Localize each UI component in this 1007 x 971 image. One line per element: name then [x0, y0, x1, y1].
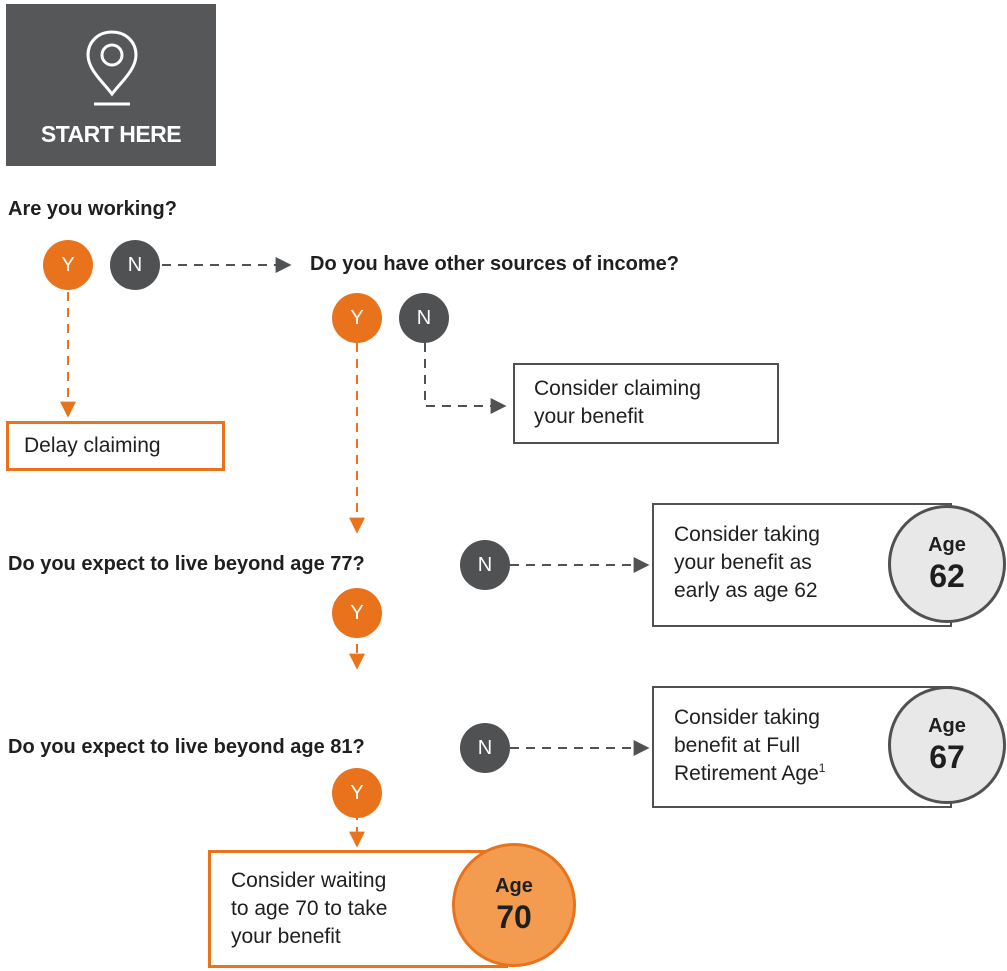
outcome-early-line3: early as age 62 [674, 579, 818, 602]
question-beyond-77: Do you expect to live beyond age 77? [8, 553, 365, 575]
answer-yes-label: Y [61, 253, 75, 276]
outcome-early-line1: Consider taking [674, 523, 820, 546]
age-label: Age [928, 715, 966, 737]
age-value-70: 70 [496, 899, 532, 935]
answer-no-income: N [399, 293, 449, 343]
connector-q2-no [424, 343, 507, 414]
answer-yes-81: Y [332, 768, 382, 818]
outcome-consider-claiming: Consider claiming your benefit [513, 363, 779, 444]
age-value-67: 67 [929, 739, 965, 775]
outcome-full-line2: benefit at Full [674, 734, 801, 757]
answer-yes-working: Y [43, 240, 93, 290]
question-working: Are you working? [8, 198, 177, 220]
age-value-62: 62 [929, 558, 965, 594]
outcome-wait-line2: to age 70 to take [231, 897, 388, 920]
answer-yes-label: Y [350, 781, 364, 804]
outcome-wait-line1: Consider waiting [231, 869, 387, 892]
outcome-claim-line1: Consider claiming [534, 377, 701, 400]
answer-no-label: N [416, 306, 432, 329]
age-70-badge: Age 70 [452, 843, 576, 967]
answer-yes-77: Y [332, 588, 382, 638]
outcome-full-line3-text: Retirement Age [674, 762, 819, 785]
outcome-delay-text: Delay claiming [24, 434, 161, 457]
outcome-wait-line3: your benefit [231, 925, 341, 948]
outcome-early-line2: your benefit as [674, 551, 812, 574]
outcome-full-line1: Consider taking [674, 706, 820, 729]
answer-no-81: N [460, 723, 510, 773]
answer-no-label: N [477, 736, 493, 759]
outcome-delay-claiming: Delay claiming [6, 421, 225, 471]
start-here-label: START HERE [40, 121, 182, 147]
answer-no-77: N [460, 540, 510, 590]
question-other-income: Do you have other sources of income? [310, 253, 679, 275]
outcome-claim-line2: your benefit [534, 405, 644, 428]
question-beyond-81: Do you expect to live beyond age 81? [8, 736, 365, 758]
answer-no-working: N [110, 240, 160, 290]
start-here-box: START HERE [6, 4, 216, 166]
answer-yes-income: Y [332, 293, 382, 343]
age-label: Age [928, 534, 966, 556]
answer-yes-label: Y [350, 601, 364, 624]
footnote-marker: 1 [818, 761, 826, 775]
answer-no-label: N [127, 253, 143, 276]
answer-yes-label: Y [350, 306, 364, 329]
location-pin-icon [84, 28, 140, 117]
age-67-badge: Age 67 [888, 686, 1006, 804]
answer-no-label: N [477, 553, 493, 576]
age-label: Age [495, 875, 533, 897]
outcome-full-line3: Retirement Age1 [674, 760, 950, 788]
age-62-badge: Age 62 [888, 505, 1006, 623]
